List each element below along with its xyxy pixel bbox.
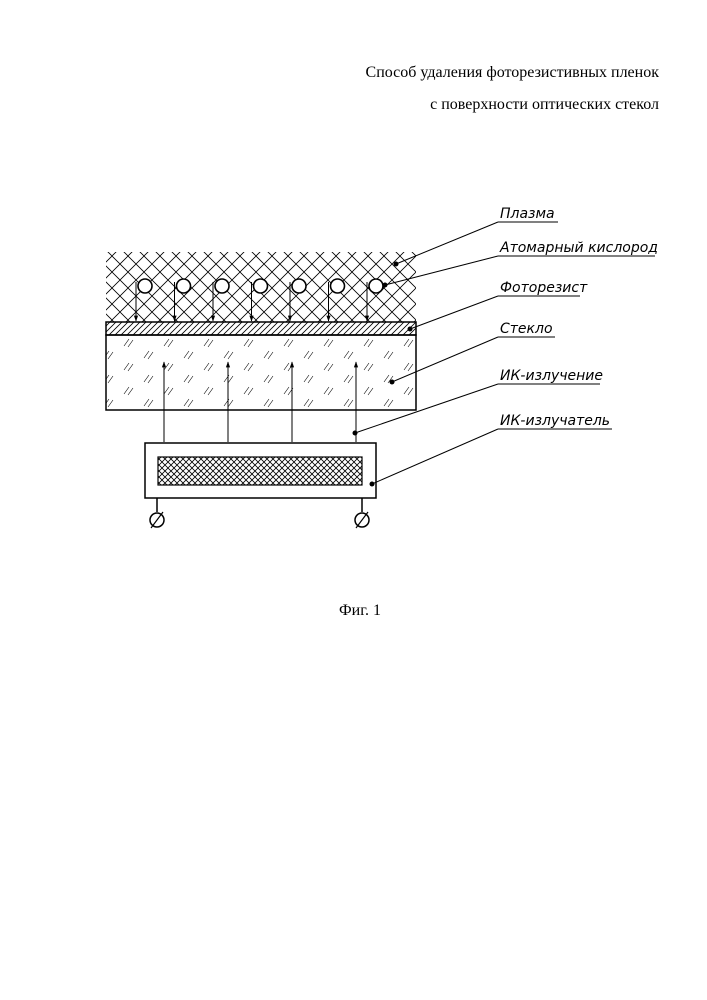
label-plasma-group: Плазма bbox=[394, 206, 559, 267]
oxygen-atom bbox=[369, 279, 383, 293]
label-plasma: Плазма bbox=[500, 206, 555, 222]
label-ir-emitter-group: ИК-излучатель bbox=[370, 413, 613, 487]
label-ir-emitter: ИК-излучатель bbox=[500, 413, 610, 429]
oxygen-atom bbox=[331, 279, 345, 293]
terminal-right bbox=[355, 498, 369, 528]
oxygen-atom bbox=[177, 279, 191, 293]
figure-caption: Фиг. 1 bbox=[0, 602, 707, 620]
label-photoresist: Фоторезист bbox=[500, 280, 588, 296]
label-ir-radiation: ИК-излучение bbox=[500, 368, 603, 384]
ir-emitter-element bbox=[158, 457, 362, 485]
oxygen-atom bbox=[292, 279, 306, 293]
label-atomic-oxygen: Атомарный кислород bbox=[499, 240, 658, 256]
glass-substrate bbox=[106, 335, 416, 410]
terminal-left bbox=[150, 498, 164, 528]
photoresist-layer bbox=[106, 322, 416, 335]
oxygen-atom bbox=[254, 279, 268, 293]
label-glass: Стекло bbox=[500, 321, 553, 337]
oxygen-atom bbox=[138, 279, 152, 293]
label-photoresist-group: Фоторезист bbox=[408, 280, 589, 332]
oxygen-atom bbox=[215, 279, 229, 293]
